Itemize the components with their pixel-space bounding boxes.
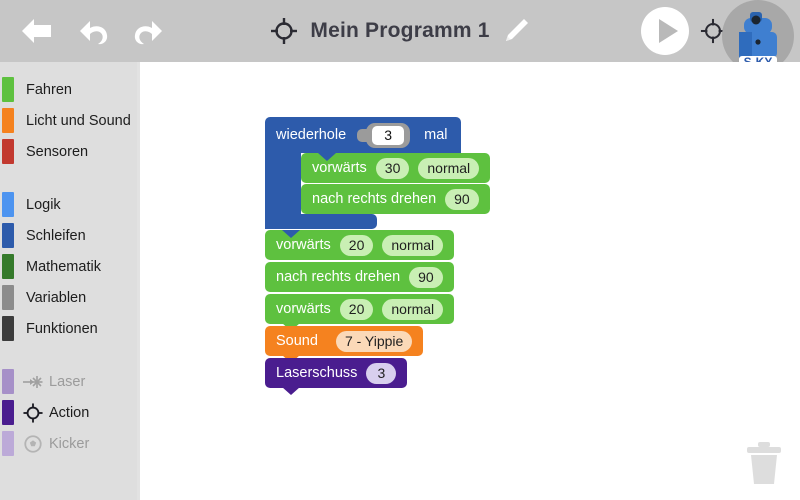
play-button[interactable] <box>640 6 690 56</box>
block-label: vorwärts <box>312 160 367 176</box>
sidebar-item-variablen[interactable]: Variablen <box>0 282 137 313</box>
block-label: vorwärts <box>276 237 331 253</box>
category-color-chip <box>2 108 14 133</box>
block-label: Sound <box>276 333 318 349</box>
loop-footer <box>265 214 377 229</box>
category-color-chip <box>2 431 14 456</box>
loop-body: vorwärts 30 normal nach rechts drehen 90 <box>301 153 491 214</box>
block-label: Laserschuss <box>276 365 358 381</box>
sidebar-item-label: Variablen <box>26 289 87 306</box>
category-sidebar: Fahren Licht und Sound Sensoren Logik Sc… <box>0 62 137 500</box>
sidebar-item-sensoren[interactable]: Sensoren <box>0 136 137 167</box>
block-label: nach rechts drehen <box>276 269 401 285</box>
block-value-speed[interactable]: normal <box>418 157 480 179</box>
block-vorwaerts[interactable]: vorwärts 30 normal <box>301 153 491 183</box>
loop-count-socket[interactable]: 3 <box>357 122 411 148</box>
undo-icon <box>80 21 108 45</box>
block-value-distance[interactable]: 20 <box>339 234 374 256</box>
block-loop-wiederhole[interactable]: wiederhole 3 mal vorwärts 30 normal <box>265 117 491 229</box>
sidebar-item-schleifen[interactable]: Schleifen <box>0 220 137 251</box>
page-title: Mein Programm 1 <box>310 19 490 42</box>
sidebar-item-fahren[interactable]: Fahren <box>0 74 137 105</box>
block-value-speed[interactable]: normal <box>382 298 444 320</box>
crosshair-icon <box>271 18 298 44</box>
category-color-chip <box>2 316 14 341</box>
block-vorwaerts[interactable]: vorwärts 20 normal <box>265 230 455 260</box>
socket-shell: 3 <box>366 122 411 148</box>
loop-suffix-label: mal <box>424 127 448 143</box>
loop-left-bar <box>265 147 301 215</box>
redo-button[interactable] <box>124 9 168 53</box>
loop-label: wiederhole <box>276 127 347 143</box>
sidebar-item-label: Action <box>49 404 90 421</box>
arrow-left-icon <box>22 19 51 43</box>
top-toolbar: Mein Programm 1 <box>0 0 800 72</box>
category-color-chip <box>2 285 14 310</box>
sidebar-item-laser[interactable]: Laser <box>0 366 137 397</box>
program-canvas[interactable]: wiederhole 3 mal vorwärts 30 normal <box>140 62 800 500</box>
trash-icon[interactable] <box>744 440 784 486</box>
sidebar-item-logik[interactable]: Logik <box>0 189 137 220</box>
laser-icon <box>23 372 43 392</box>
sidebar-item-label: Fahren <box>26 81 72 98</box>
loop-header[interactable]: wiederhole 3 mal <box>265 117 461 153</box>
ball-icon <box>23 434 43 454</box>
program-title-group: Mein Programm 1 <box>0 0 800 62</box>
category-color-chip <box>2 223 14 248</box>
block-stack: wiederhole 3 mal vorwärts 30 normal <box>265 117 491 395</box>
block-value-distance[interactable]: 20 <box>339 298 374 320</box>
back-button[interactable] <box>14 8 60 54</box>
block-vorwaerts[interactable]: vorwärts 20 normal <box>265 294 455 331</box>
block-label: vorwärts <box>276 301 331 317</box>
pencil-icon[interactable] <box>502 17 530 45</box>
sidebar-item-label: Laser <box>49 373 86 390</box>
sidebar-item-label: Mathematik <box>26 258 101 275</box>
sidebar-item-label: Logik <box>26 196 61 213</box>
block-sound[interactable]: Sound 7 - Yippie <box>265 326 424 363</box>
block-nach-rechts-drehen[interactable]: nach rechts drehen 90 <box>301 184 490 214</box>
category-color-chip <box>2 77 14 102</box>
category-color-chip <box>2 139 14 164</box>
sidebar-item-mathematik[interactable]: Mathematik <box>0 251 137 282</box>
sidebar-divider-gap <box>0 167 137 189</box>
sidebar-item-label: Schleifen <box>26 227 86 244</box>
block-value-angle[interactable]: 90 <box>445 188 479 210</box>
category-color-chip <box>2 192 14 217</box>
toolbar-right-group: S-KY <box>640 0 800 72</box>
category-color-chip <box>2 400 14 425</box>
sidebar-item-funktionen[interactable]: Funktionen <box>0 313 137 344</box>
sidebar-item-label: Sensoren <box>26 143 89 160</box>
block-nach-rechts-drehen[interactable]: nach rechts drehen 90 <box>265 262 454 292</box>
undo-button[interactable] <box>74 9 118 53</box>
loop-count-input[interactable]: 3 <box>372 125 405 145</box>
sidebar-item-licht-und-sound[interactable]: Licht und Sound <box>0 105 137 136</box>
sidebar-divider-gap <box>0 344 137 366</box>
sidebar-item-action[interactable]: Action <box>0 397 137 428</box>
category-color-chip <box>2 369 14 394</box>
redo-icon <box>134 21 162 45</box>
block-value-distance[interactable]: 30 <box>375 157 410 179</box>
block-laserschuss[interactable]: Laserschuss 3 <box>265 358 408 395</box>
sidebar-item-label: Kicker <box>49 435 90 452</box>
sidebar-item-label: Funktionen <box>26 320 98 337</box>
sidebar-item-label: Licht und Sound <box>26 112 131 129</box>
block-label: nach rechts drehen <box>312 191 437 207</box>
block-value-speed[interactable]: normal <box>382 234 444 256</box>
block-value-angle[interactable]: 90 <box>409 266 443 288</box>
sidebar-item-kicker[interactable]: Kicker <box>0 428 137 459</box>
block-value-shots[interactable]: 3 <box>366 362 397 384</box>
category-color-chip <box>2 254 14 279</box>
crosshair-icon <box>23 402 43 423</box>
aim-crosshair-icon[interactable] <box>700 18 726 44</box>
block-value-sound[interactable]: 7 - Yippie <box>335 330 413 352</box>
